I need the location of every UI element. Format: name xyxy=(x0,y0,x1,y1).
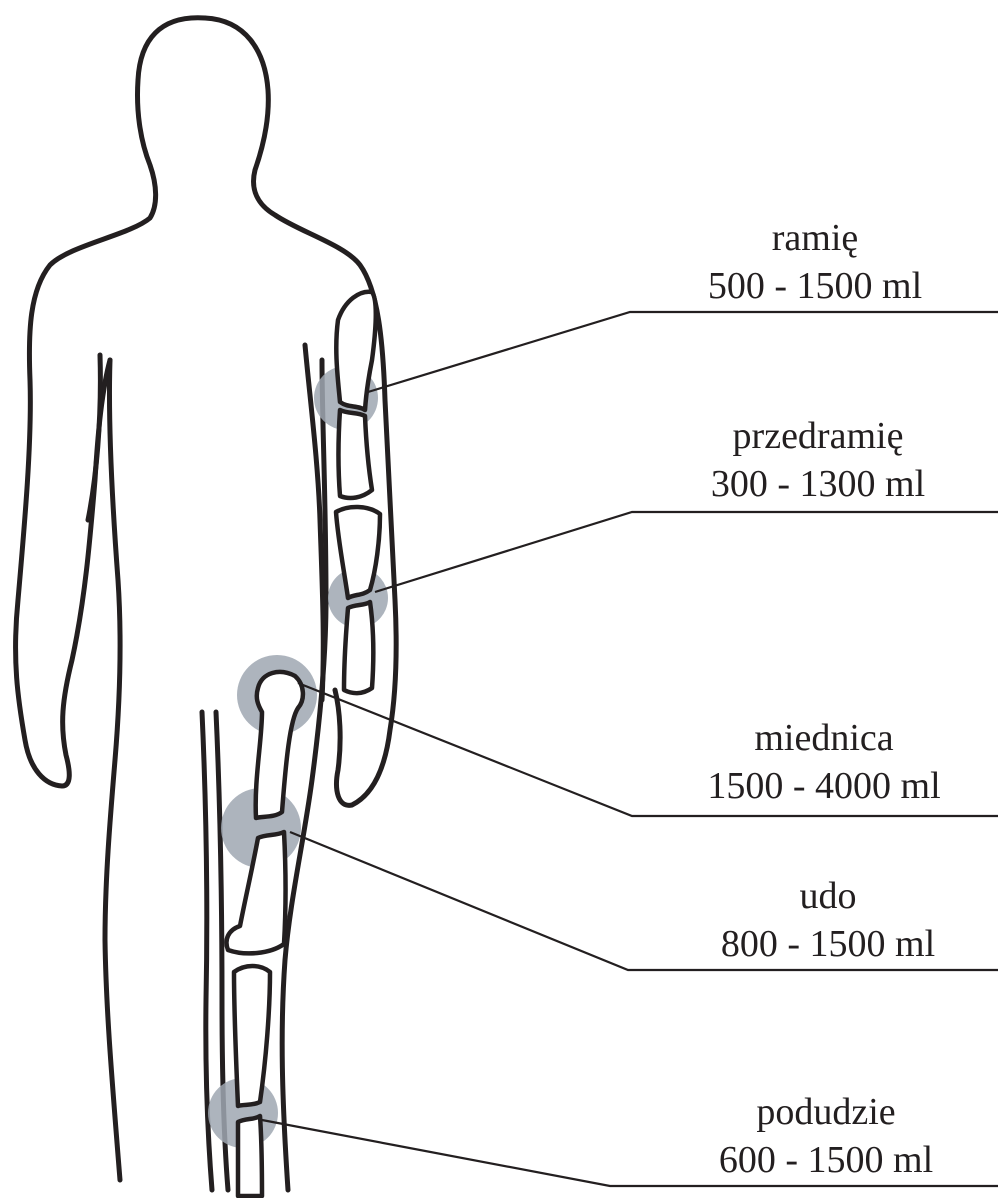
leader-line-arm xyxy=(368,312,998,392)
inner-arm-line-left xyxy=(88,355,100,520)
label-forearm: przedramię 300 - 1300 ml xyxy=(648,412,988,508)
label-pelvis-name: miednica xyxy=(654,714,994,762)
label-lower-leg-volume: 600 - 1500 ml xyxy=(656,1136,996,1184)
label-lower-leg-name: podudzie xyxy=(656,1088,996,1136)
label-thigh: udo 800 - 1500 ml xyxy=(658,872,998,968)
body-silhouette-left-leg xyxy=(105,360,120,1180)
label-arm-volume: 500 - 1500 ml xyxy=(645,262,985,310)
label-pelvis: miednica 1500 - 4000 ml xyxy=(654,714,994,810)
label-lower-leg: podudzie 600 - 1500 ml xyxy=(656,1088,996,1184)
label-forearm-name: przedramię xyxy=(648,412,988,460)
forearm-bone-lower xyxy=(344,602,373,693)
label-thigh-name: udo xyxy=(658,872,998,920)
humerus-lower-bone xyxy=(339,410,373,498)
tibia-bone xyxy=(234,966,270,1106)
label-thigh-volume: 800 - 1500 ml xyxy=(658,920,998,968)
label-arm: ramię 500 - 1500 ml xyxy=(645,214,985,310)
label-pelvis-volume: 1500 - 4000 ml xyxy=(654,762,994,810)
leader-line-forearm xyxy=(375,512,998,592)
femur-bone xyxy=(256,672,303,818)
label-forearm-volume: 300 - 1300 ml xyxy=(648,460,988,508)
tibia-lower-bone xyxy=(238,1116,262,1196)
label-arm-name: ramię xyxy=(645,214,985,262)
